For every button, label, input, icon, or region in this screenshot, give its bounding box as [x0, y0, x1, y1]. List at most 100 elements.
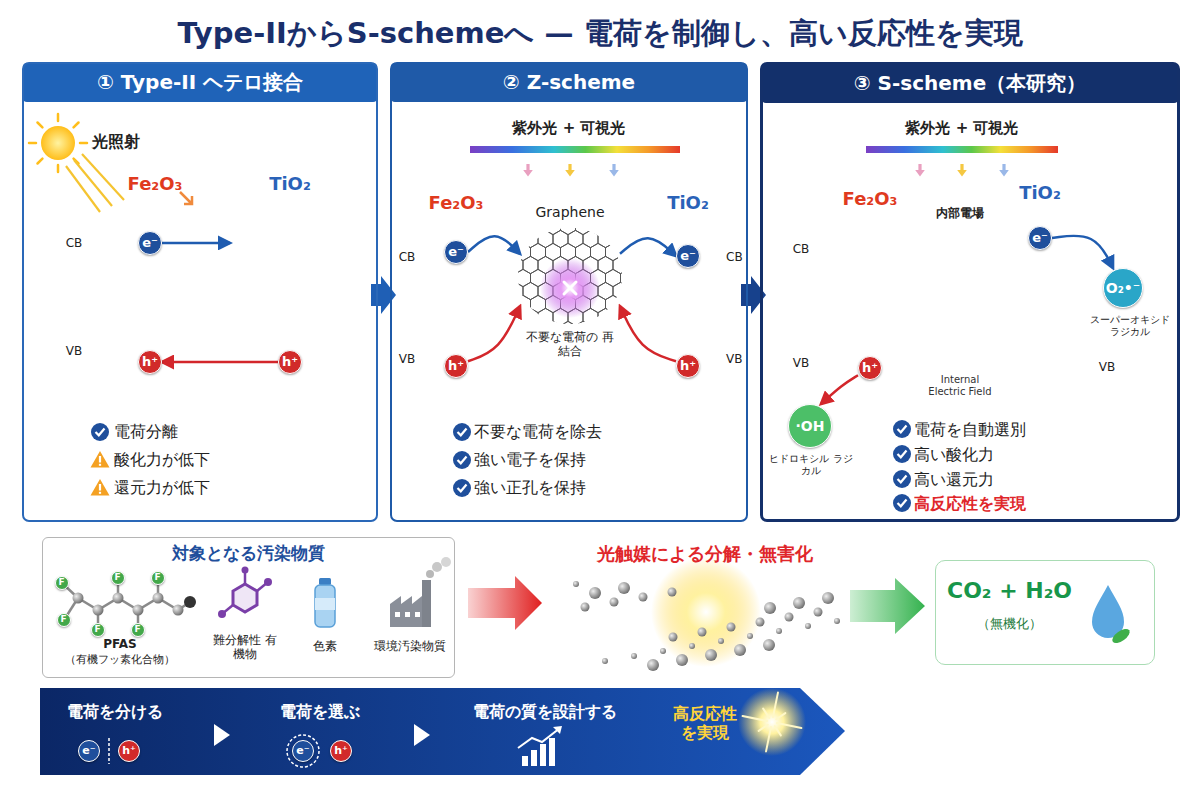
feature-item: 電荷を自動選別 [914, 420, 1164, 439]
decomposition-burst [718, 638, 724, 644]
particle-outline [995, 263, 1085, 264]
factory-icon [441, 557, 451, 567]
charge-carrier: h⁺ [118, 740, 140, 762]
decomposition-burst [814, 608, 823, 617]
water-drop-icon [1092, 585, 1124, 638]
particle-outline [991, 213, 1089, 384]
sun-icon [29, 142, 36, 145]
node-label: 対象となる汚染物質 [42, 543, 455, 563]
annotation-label: 光触媒による分解・無害化 [555, 543, 855, 565]
node-label: F [58, 577, 64, 588]
summary-band [743, 693, 802, 752]
node-label: O₂•⁻ [1106, 280, 1140, 297]
graphene-sheet [564, 282, 576, 294]
node-label: TiO₂ [1000, 182, 1080, 204]
decomposition-burst [668, 588, 677, 597]
sun-icon [41, 126, 75, 160]
decomposition-burst [581, 603, 590, 612]
decomposition-burst [785, 613, 794, 622]
summary-band [108, 738, 110, 764]
radical-circle: ·OHヒドロキシル ラジカル [788, 404, 832, 448]
graphene-sheet [540, 258, 600, 318]
summary-band [531, 750, 537, 766]
node-label: F [154, 572, 160, 583]
decomposition-burst [660, 648, 666, 654]
particle-outline [824, 345, 915, 346]
node-label: ② Z-scheme [390, 62, 748, 102]
sun-icon [74, 122, 79, 127]
node-label: ① Type-II ヘテロ接合 [22, 62, 378, 102]
sun-icon [29, 114, 87, 172]
fluorine-atom: F [111, 571, 125, 585]
check-mark [893, 420, 911, 438]
particle-outline [425, 345, 488, 346]
field-glow [947, 241, 977, 244]
summary-band [540, 744, 546, 766]
warning-icon [91, 451, 110, 496]
factory-icon [422, 580, 431, 627]
sun-icon [57, 165, 60, 172]
node-label: e⁻ [142, 235, 158, 251]
semiconductor-particle: TiO₂e⁻ [990, 212, 1090, 385]
field-glow [947, 310, 977, 313]
node-label: 内部電場 [910, 206, 1010, 220]
graphene-sheet [501, 217, 644, 338]
band-label: VB [394, 352, 420, 366]
node-label: F [94, 624, 100, 635]
pfas-molecule [62, 578, 196, 630]
factory-icon [426, 570, 434, 578]
summary-band [287, 735, 319, 767]
node-label: e⁻ [82, 744, 95, 757]
band-label: CB [394, 250, 420, 264]
node-caption: （無機化） [940, 616, 1080, 632]
charge-transfer-arrow [821, 375, 858, 404]
decomposition-burst [669, 633, 678, 642]
charge-transfer-arrow [1052, 236, 1113, 268]
summary-band [414, 724, 430, 746]
summary-band [553, 726, 562, 734]
semiconductor-particle: TiO₂h⁺ [230, 200, 350, 395]
node-label: e⁻ [1032, 230, 1048, 246]
annotation-label: 紫外光 + 可視光 [862, 119, 1062, 137]
charge-carrier: e⁻ [676, 244, 700, 268]
node-label: h⁺ [680, 358, 696, 374]
charge-carrier: e⁻ [292, 740, 314, 762]
check-mark [893, 494, 911, 512]
decomposition-burst [805, 623, 811, 629]
graphene-sheet [621, 217, 636, 234]
decomposition-burst [602, 658, 608, 664]
charge-carrier: e⁻ [78, 740, 100, 762]
node-label: e⁻ [296, 744, 309, 757]
charge-carrier: e⁻ [444, 240, 468, 264]
charge-transfer-arrow [468, 306, 520, 361]
decomposition-burst [705, 649, 717, 661]
organic-molecule [244, 572, 247, 584]
decomposition-burst [573, 581, 579, 587]
node-label: h⁺ [122, 744, 136, 757]
light-spectrum [470, 146, 1058, 177]
factory-icon [415, 612, 420, 617]
semiconductor-particle: Fe₂O₃e⁻h⁺ [95, 200, 215, 395]
pfas-molecule [173, 605, 184, 616]
summary-band [743, 716, 768, 721]
charge-carrier: e⁻ [1028, 226, 1052, 250]
node-label: h⁺ [142, 354, 158, 370]
particle-outline [649, 219, 727, 394]
charge-carrier: h⁺ [330, 740, 352, 762]
decomposition-burst [573, 557, 840, 671]
annotation-label: PFAS [70, 637, 170, 651]
graphene-sheet [613, 230, 628, 247]
sun-icon [80, 142, 87, 145]
dye-bottle [315, 578, 335, 627]
light-spectrum [999, 164, 1009, 177]
field-glow [941, 260, 949, 270]
node-label: Graphene [510, 204, 630, 221]
semiconductor-particle: Fe₂O₃h⁺ [818, 218, 922, 395]
summary-band [40, 688, 845, 775]
internal-field-band: 内部電場Internal Electric Field [937, 228, 983, 370]
check-mark [893, 445, 911, 463]
decomposition-burst [589, 587, 601, 599]
process-arrow [468, 576, 542, 630]
